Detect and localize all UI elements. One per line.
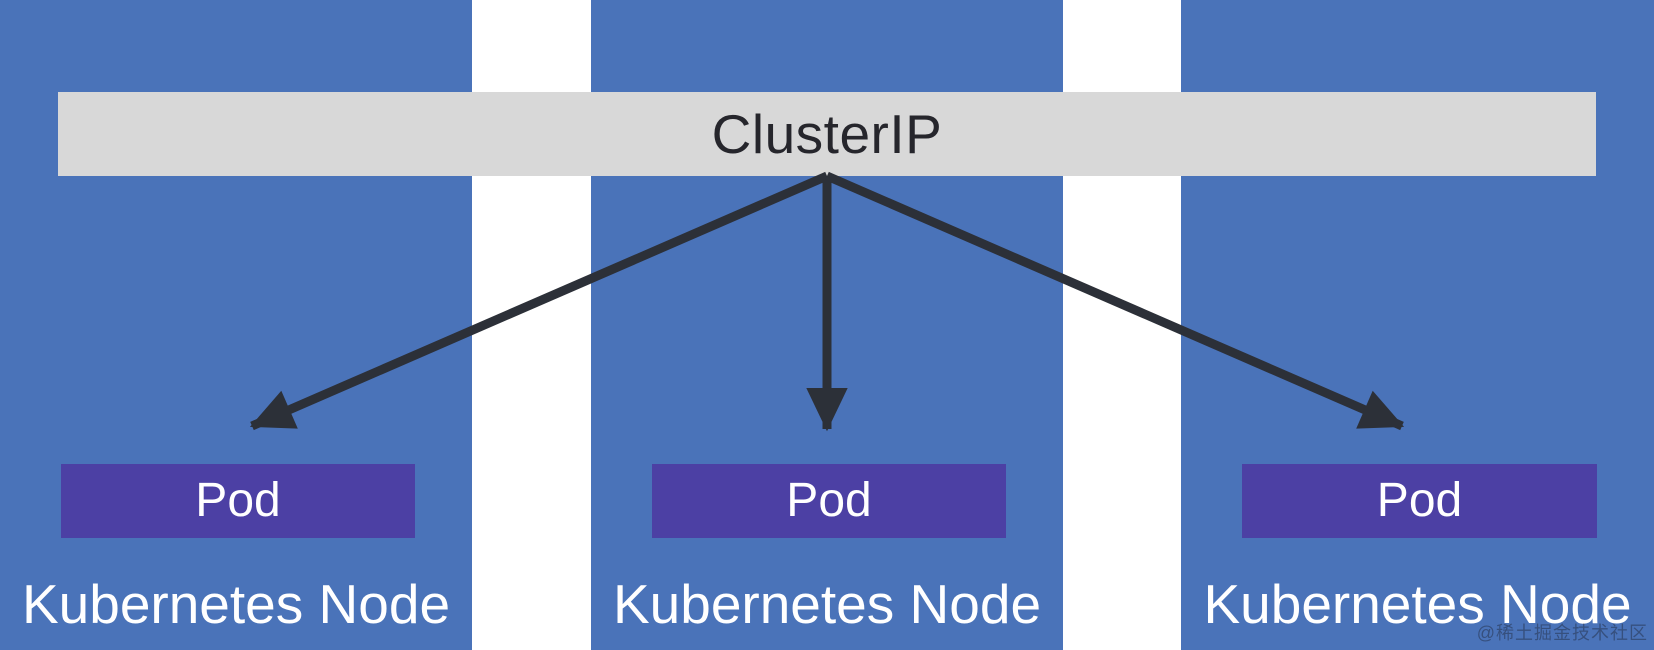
clusterip-bar: ClusterIP: [58, 92, 1596, 176]
kubernetes-node-label-2: Kubernetes Node: [612, 572, 1042, 635]
clusterip-label: ClusterIP: [711, 102, 943, 165]
pod-box-1: Pod: [61, 464, 415, 538]
pod-box-2: Pod: [652, 464, 1006, 538]
pod-label-2: Pod: [786, 474, 872, 527]
kubernetes-node-label-3: Kubernetes Node: [1203, 572, 1632, 635]
pod-label-1: Pod: [195, 474, 281, 527]
pod-label-3: Pod: [1376, 474, 1463, 527]
kubernetes-node-label-1: Kubernetes Node: [21, 572, 451, 635]
pod-box-3: Pod: [1242, 464, 1597, 538]
watermark-text: @稀土掘金技术社区: [1476, 623, 1648, 643]
